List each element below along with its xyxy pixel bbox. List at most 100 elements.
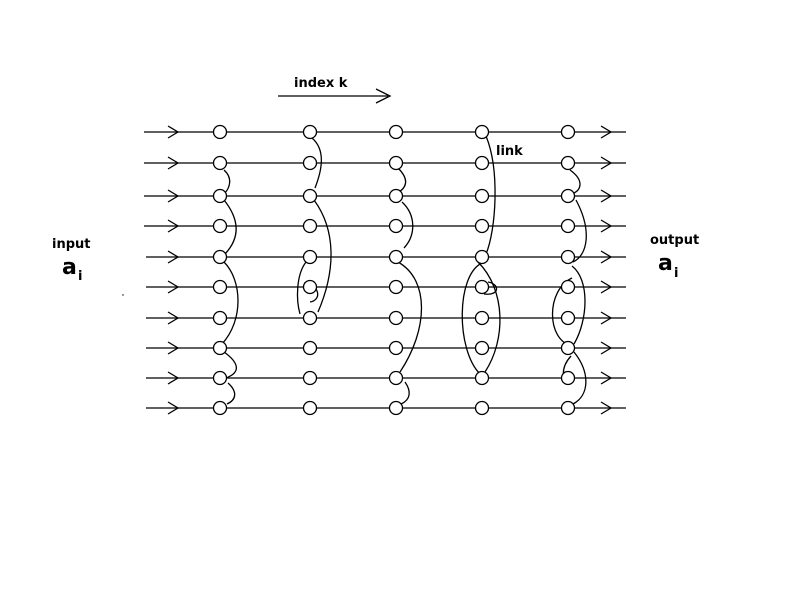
output-arrow-10 xyxy=(600,401,613,415)
arrows-layer xyxy=(167,125,613,415)
node-s2-r2 xyxy=(302,155,318,171)
output-arrow-3 xyxy=(600,189,613,203)
links-layer xyxy=(221,135,587,405)
link-curve-7 xyxy=(313,199,332,313)
link-curve-8 xyxy=(296,261,307,315)
node-s5-r6 xyxy=(560,279,576,295)
node-s5-r7 xyxy=(560,310,576,326)
input-arrow-6 xyxy=(167,280,180,294)
link-curve-4 xyxy=(223,351,237,379)
link-curve-22 xyxy=(572,351,587,405)
output-arrow-1 xyxy=(600,125,613,139)
link-curve-5 xyxy=(226,382,236,405)
link-curve-10 xyxy=(397,167,407,193)
node-s3-r3 xyxy=(388,188,404,204)
input-arrow-7 xyxy=(167,311,180,325)
node-s2-r10 xyxy=(302,400,318,416)
input-arrow-9 xyxy=(167,371,180,385)
node-s4-r3 xyxy=(474,188,490,204)
node-s3-r2 xyxy=(388,155,404,171)
link-curve-6 xyxy=(311,137,323,189)
input-label: input xyxy=(52,237,91,252)
node-s3-r1 xyxy=(388,124,404,140)
link-curve-17 xyxy=(483,281,498,295)
link-curve-16 xyxy=(477,261,501,373)
node-s1-r4 xyxy=(212,218,228,234)
node-s2-r9 xyxy=(302,370,318,386)
node-s5-r3 xyxy=(560,188,576,204)
node-s4-r1 xyxy=(474,124,490,140)
node-s5-r8 xyxy=(560,340,576,356)
input-arrow-1 xyxy=(167,125,180,139)
node-s5-r1 xyxy=(560,124,576,140)
node-s4-r8 xyxy=(474,340,490,356)
input-arrow-8 xyxy=(167,341,180,355)
node-s5-r4 xyxy=(560,218,576,234)
input-arrow-10 xyxy=(167,401,180,415)
link-curve-11 xyxy=(401,201,414,249)
node-s1-r6 xyxy=(212,279,228,295)
input-variable: a xyxy=(62,255,77,280)
index-label: index k xyxy=(294,76,348,91)
node-s4-r2 xyxy=(474,155,490,171)
node-s4-r7 xyxy=(474,310,490,326)
node-s5-r10 xyxy=(560,400,576,416)
node-s1-r5 xyxy=(212,249,228,265)
node-s2-r1 xyxy=(302,124,318,140)
output-arrow-8 xyxy=(600,341,613,355)
node-s1-r7 xyxy=(212,310,228,326)
link-curve-12 xyxy=(397,261,423,373)
node-s2-r7 xyxy=(302,310,318,326)
node-s1-r8 xyxy=(212,340,228,356)
node-s4-r6 xyxy=(474,279,490,295)
node-s1-r3 xyxy=(212,188,228,204)
node-s1-r1 xyxy=(212,124,228,140)
node-s3-r6 xyxy=(388,279,404,295)
node-s5-r5 xyxy=(560,249,576,265)
output-arrow-9 xyxy=(600,371,613,385)
node-s2-r5 xyxy=(302,249,318,265)
node-s2-r3 xyxy=(302,188,318,204)
output-label: output xyxy=(650,233,699,248)
node-s4-r9 xyxy=(474,370,490,386)
output-arrow-5 xyxy=(600,250,613,264)
wires-layer xyxy=(144,131,626,409)
link-curve-2 xyxy=(223,199,237,255)
node-s3-r4 xyxy=(388,218,404,234)
node-s4-r4 xyxy=(474,218,490,234)
link-curve-3 xyxy=(221,261,239,345)
link-curve-20 xyxy=(571,265,586,345)
link-curve-13 xyxy=(400,381,410,405)
output-arrow-2 xyxy=(600,156,613,170)
nodes-layer xyxy=(212,124,576,416)
node-s1-r9 xyxy=(212,370,228,386)
node-s3-r8 xyxy=(388,340,404,356)
link-curve-14 xyxy=(485,135,496,255)
node-s5-r2 xyxy=(560,155,576,171)
input-subscript: i xyxy=(78,269,82,284)
node-s2-r8 xyxy=(302,340,318,356)
output-variable: a xyxy=(658,251,673,276)
node-s4-r5 xyxy=(474,249,490,265)
node-s5-r9 xyxy=(560,370,576,386)
node-s2-r6 xyxy=(302,279,318,295)
link-curve-19 xyxy=(572,199,587,263)
node-s3-r7 xyxy=(388,310,404,326)
stray-dot xyxy=(122,294,124,296)
input-arrow-5 xyxy=(167,250,180,264)
input-arrow-4 xyxy=(167,219,180,233)
node-s1-r2 xyxy=(212,155,228,171)
output-subscript: i xyxy=(674,266,678,281)
link-curve-1 xyxy=(223,169,231,195)
output-arrow-6 xyxy=(600,280,613,294)
output-arrow-4 xyxy=(600,219,613,233)
link-curve-15 xyxy=(461,262,483,375)
node-s4-r10 xyxy=(474,400,490,416)
node-s3-r5 xyxy=(388,249,404,265)
output-arrow-7 xyxy=(600,311,613,325)
node-s2-r4 xyxy=(302,218,318,234)
node-s3-r9 xyxy=(388,370,404,386)
node-s3-r10 xyxy=(388,400,404,416)
input-arrow-3 xyxy=(167,189,180,203)
